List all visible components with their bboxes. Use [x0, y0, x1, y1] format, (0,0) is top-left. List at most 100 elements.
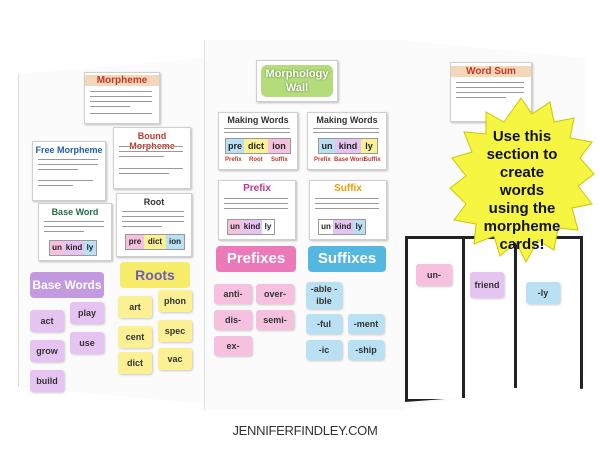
base-word-title: Base Word	[51, 207, 99, 217]
sort-card-friend[interactable]: friend	[470, 272, 504, 298]
text-line	[90, 106, 130, 107]
suffix-example: un kind ly	[318, 219, 366, 235]
root-label: Root	[249, 157, 263, 163]
text-line	[313, 132, 379, 133]
word-part: kind	[335, 139, 361, 153]
sort-card-un[interactable]: un-	[416, 264, 452, 286]
root-card: Root pre dict ion	[116, 193, 192, 257]
base-word-card: Base Word un kind ly	[38, 203, 112, 261]
text-line	[122, 226, 162, 227]
base-word-card-play[interactable]: play	[70, 302, 104, 324]
root-card-art[interactable]: art	[118, 296, 152, 318]
suffix-title: Suffix	[334, 183, 362, 194]
prefix-card-dis[interactable]: dis-	[214, 310, 252, 330]
base-word-card-grow[interactable]: grow	[30, 340, 64, 362]
example-part: kind	[242, 220, 262, 234]
making-words-card-1: Making Words pre dict ion Prefix Root Su…	[218, 112, 298, 170]
suffix-label: Suffix	[271, 157, 288, 163]
root-title: Root	[143, 197, 165, 207]
text-line	[44, 231, 84, 232]
free-morpheme-card: Free Morpheme	[32, 141, 106, 201]
text-line	[90, 101, 152, 102]
sorting-mat-divider	[514, 236, 517, 388]
example-part: un	[319, 220, 333, 234]
callout-text: Use this section to create words using t…	[483, 128, 561, 253]
root-card-vac[interactable]: vac	[158, 348, 192, 370]
base-word-card-build[interactable]: build	[30, 370, 64, 392]
suffix-card: Suffix un kind ly	[309, 180, 387, 240]
base-word-label: Base Word	[334, 157, 366, 163]
suffix-card-ment[interactable]: -ment	[348, 314, 384, 334]
prefixes-header: Prefixes	[216, 246, 296, 272]
word-part: pre	[226, 139, 244, 153]
starburst-shape	[449, 97, 595, 264]
text-line	[90, 113, 152, 114]
prediction-example: pre dict ion	[125, 234, 185, 250]
morphology-wall-title: Morphology Wall	[265, 68, 329, 94]
word-part: ly	[361, 139, 377, 153]
base-words-header: Base Words	[30, 272, 104, 298]
suffix-label: Suffix	[364, 157, 381, 163]
prefix-card-ex[interactable]: ex-	[214, 336, 252, 356]
suffix-card-ship[interactable]: -ship	[348, 340, 384, 360]
watermark: JENNIFERFINDLEY.COM	[232, 423, 378, 438]
root-card-cent[interactable]: cent	[118, 326, 152, 348]
root-card-spec[interactable]: spec	[158, 320, 192, 342]
example-part: kind	[64, 241, 84, 255]
example-part: pre	[126, 235, 144, 249]
text-line	[119, 151, 183, 152]
text-line	[119, 146, 183, 147]
suffix-card-ic[interactable]: -ic	[306, 340, 342, 360]
word-part: un	[319, 139, 335, 153]
word-part: dict	[244, 139, 268, 153]
prefix-card-over[interactable]: over-	[256, 284, 294, 304]
bound-morpheme-title: Bound Morpheme	[129, 131, 175, 151]
prediction-parts: pre dict ion	[225, 138, 291, 154]
prefix-example: un kind ly	[227, 219, 275, 235]
example-part: ly	[353, 220, 365, 234]
text-line	[38, 180, 93, 181]
unkindly-example: un kind ly	[49, 240, 97, 256]
suffix-card-able-ible[interactable]: -able -ible	[306, 282, 342, 309]
morpheme-card: Morpheme	[84, 72, 160, 124]
text-line	[456, 97, 506, 98]
example-part: un	[50, 241, 64, 255]
prefix-card-anti[interactable]: anti-	[214, 284, 252, 304]
example-part: un	[228, 220, 242, 234]
text-line	[224, 198, 288, 199]
text-line	[122, 216, 184, 217]
sorting-mat-divider	[462, 236, 465, 398]
text-line	[315, 203, 379, 204]
making-words-title: Making Words	[316, 115, 378, 125]
text-line	[313, 128, 379, 129]
roots-header: Roots	[120, 262, 190, 288]
text-line	[122, 221, 184, 222]
text-line	[456, 82, 524, 83]
suffix-card-ful[interactable]: -ful	[306, 314, 342, 334]
text-line	[224, 208, 288, 209]
word-part: ion	[268, 139, 290, 153]
text-line	[224, 132, 290, 133]
unkindly-parts: un kind ly	[318, 138, 378, 154]
example-part: kind	[333, 220, 353, 234]
making-words-card-2: Making Words un kind ly Prefix Base Word…	[307, 112, 387, 170]
base-word-card-use[interactable]: use	[70, 332, 104, 354]
text-line	[38, 159, 98, 160]
text-line	[456, 92, 524, 93]
word-sum-card: Word Sum	[450, 62, 532, 122]
morphology-wall-title-card: Morphology Wall	[256, 60, 338, 102]
sort-card-ly[interactable]: -ly	[526, 282, 560, 304]
base-word-card-act[interactable]: act	[30, 310, 64, 332]
prefix-card: Prefix un kind ly	[218, 180, 296, 240]
text-line	[90, 91, 152, 92]
root-card-dict[interactable]: dict	[118, 352, 152, 374]
prefix-card-semi[interactable]: semi-	[256, 310, 294, 330]
text-line	[44, 221, 104, 222]
example-part: ion	[166, 235, 184, 249]
text-line	[38, 169, 78, 170]
bound-morpheme-card: Bound Morpheme	[113, 127, 191, 189]
text-line	[44, 226, 104, 227]
word-sum-title: Word Sum	[451, 66, 531, 77]
root-card-phon[interactable]: phon	[158, 290, 192, 312]
text-line	[38, 164, 98, 165]
